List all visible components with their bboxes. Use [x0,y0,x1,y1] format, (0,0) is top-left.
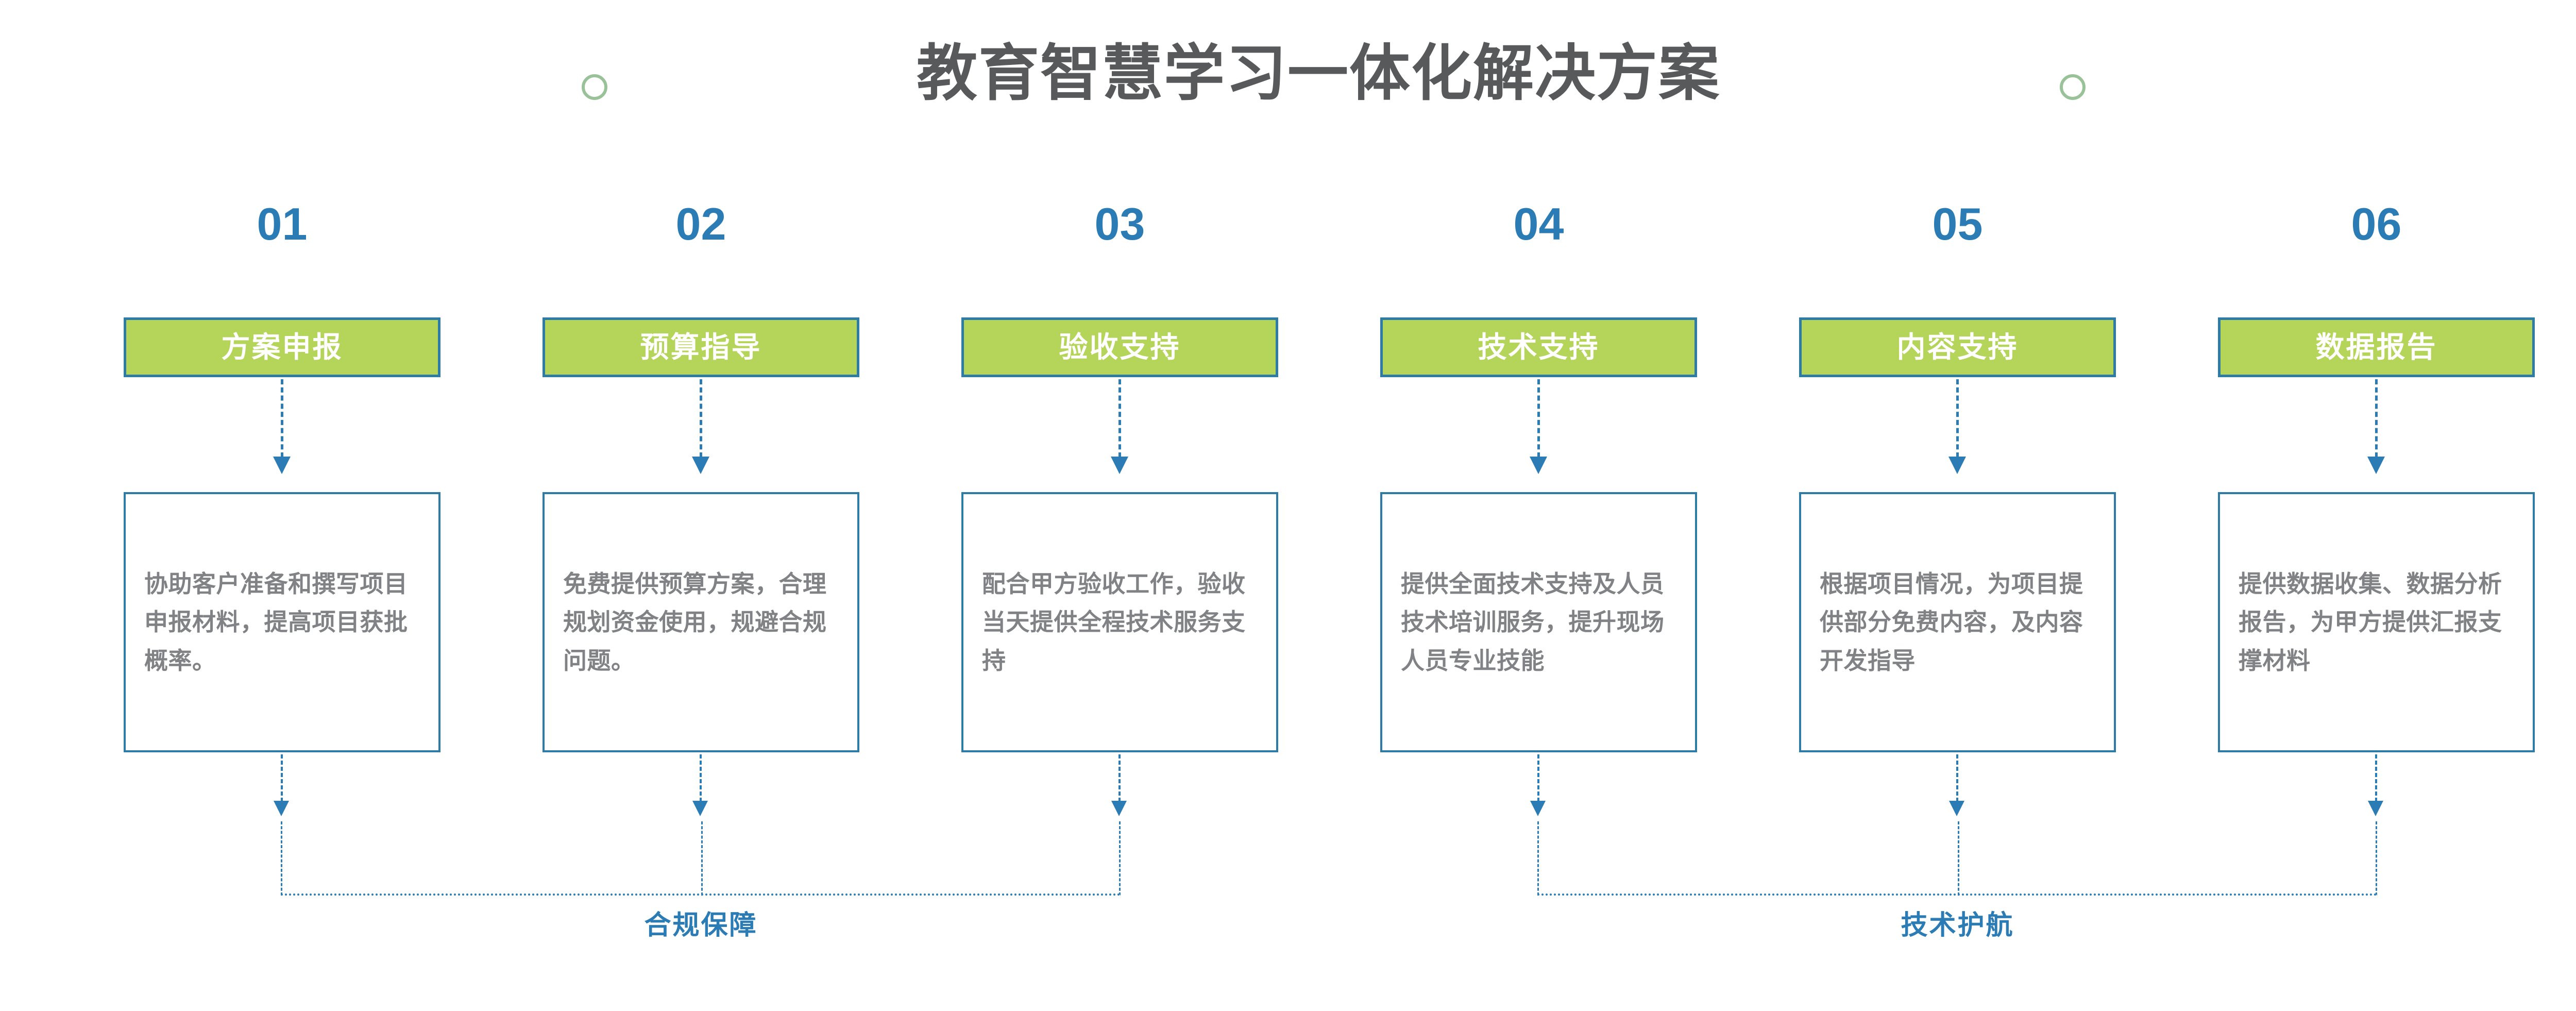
connector-arrow-header-to-desc-01 [273,379,291,476]
connector-arrow-desc-to-group-03 [1111,754,1127,821]
connector-arrow-desc-to-group-02 [692,754,708,821]
arrow-head-icon [1949,801,1964,816]
step-description-box-02[interactable]: 免费提供预算方案，合理规划资金使用，规避合规问题。 [543,492,859,752]
decorative-circle-left-icon [582,74,607,100]
group-label-technical: 技术护航 [1901,911,2014,940]
step-number-01: 01 [257,198,308,249]
step-description-box-06[interactable]: 提供数据收集、数据分析报告，为甲方提供汇报支撑材料 [2218,492,2535,752]
arrow-head-icon [1948,457,1966,474]
decorative-circle-right-icon [2060,74,2086,100]
arrow-head-icon [274,801,289,816]
step-header-label-02: 预算指导 [640,331,762,363]
step-header-label-03: 验收支持 [1059,331,1181,363]
arrow-head-icon [1530,457,1547,474]
connector-arrow-header-to-desc-03 [1111,379,1128,476]
bracket-tick-middle [701,821,703,896]
bracket-tick-middle [1958,821,1959,896]
step-header-box-01[interactable]: 方案申报 [124,317,440,377]
step-header-box-02[interactable]: 预算指导 [543,317,859,377]
step-header-box-04[interactable]: 技术支持 [1380,317,1697,377]
step-number-04: 04 [1513,198,1564,249]
arrow-head-icon [1530,801,1546,816]
arrow-head-icon [2367,457,2385,474]
page-title: 教育智慧学习一体化解决方案 [916,40,1720,108]
step-number-05: 05 [1932,198,1983,249]
step-header-label-05: 内容支持 [1896,331,2019,363]
step-number-02: 02 [675,198,726,249]
step-header-label-01: 方案申报 [221,331,343,363]
arrow-head-icon [273,457,291,474]
connector-arrow-desc-to-group-06 [2368,754,2383,821]
arrow-head-icon [692,457,709,474]
arrow-head-icon [1111,457,1128,474]
group-bracket-technical [1537,821,2377,896]
title-row: 教育智慧学习一体化解决方案 [0,0,2576,155]
step-header-box-06[interactable]: 数据报告 [2218,317,2535,377]
step-description-text-02: 免费提供预算方案，合理规划资金使用，规避合规问题。 [563,570,827,674]
step-description-text-01: 协助客户准备和撰写项目申报材料，提高项目获批概率。 [144,570,408,674]
step-description-box-03[interactable]: 配合甲方验收工作，验收当天提供全程技术服务支持 [961,492,1278,752]
connector-arrow-desc-to-group-04 [1530,754,1546,821]
step-description-text-04: 提供全面技术支持及人员技术培训服务，提升现场人员专业技能 [1401,570,1665,674]
step-header-box-03[interactable]: 验收支持 [961,317,1278,377]
step-number-03: 03 [1094,198,1145,249]
step-description-text-06: 提供数据收集、数据分析报告，为甲方提供汇报支撑材料 [2239,570,2502,674]
step-header-box-05[interactable]: 内容支持 [1799,317,2116,377]
step-number-06: 06 [2351,198,2402,249]
connector-arrow-desc-to-group-05 [1949,754,1964,821]
group-bracket-compliance [281,821,1121,896]
connector-arrow-header-to-desc-02 [692,379,709,476]
step-description-text-03: 配合甲方验收工作，验收当天提供全程技术服务支持 [982,570,1246,674]
step-header-label-06: 数据报告 [2315,331,2437,363]
arrow-head-icon [692,801,708,816]
arrow-head-icon [2368,801,2383,816]
connector-arrow-header-to-desc-04 [1530,379,1547,476]
step-description-box-05[interactable]: 根据项目情况，为项目提供部分免费内容，及内容开发指导 [1799,492,2116,752]
connector-arrow-header-to-desc-06 [2367,379,2385,476]
step-description-box-01[interactable]: 协助客户准备和撰写项目申报材料，提高项目获批概率。 [124,492,440,752]
connector-arrow-header-to-desc-05 [1948,379,1966,476]
step-description-box-04[interactable]: 提供全面技术支持及人员技术培训服务，提升现场人员专业技能 [1380,492,1697,752]
connector-arrow-desc-to-group-01 [274,754,289,821]
step-header-label-04: 技术支持 [1478,331,1600,363]
arrow-head-icon [1111,801,1127,816]
group-label-compliance: 合规保障 [644,911,758,940]
step-description-text-05: 根据项目情况，为项目提供部分免费内容，及内容开发指导 [1820,570,2083,674]
